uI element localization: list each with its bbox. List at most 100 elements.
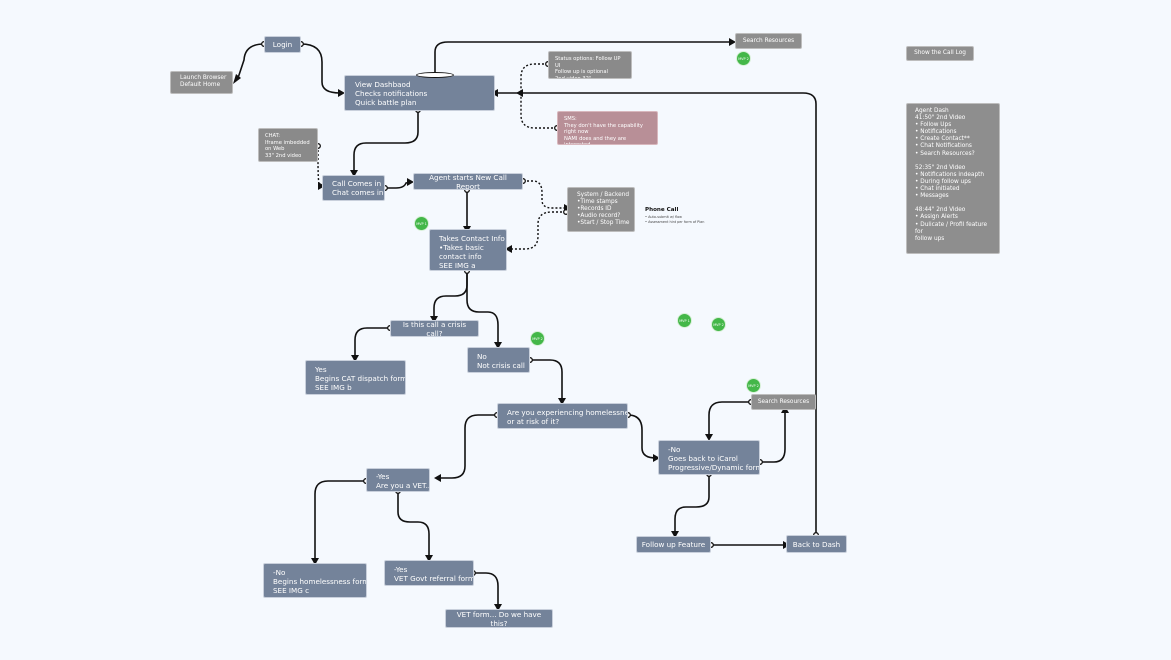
connector-search-icarol — [708, 401, 751, 436]
yes-vet-line-1: -Yes — [376, 472, 390, 481]
connector-icarol-followup — [674, 474, 710, 533]
connector-call-agent — [385, 181, 411, 189]
no-homelessness-line-2: Begins homelessness form — [273, 577, 367, 586]
takes-contact-info-node[interactable]: Takes Contact Info •Takes basic contact … — [429, 229, 507, 271]
mvp-badge: MVP 2 — [736, 51, 751, 66]
connector-sms-dashboard — [520, 93, 557, 129]
connector-login-launch — [237, 43, 265, 79]
phone-call-title: Phone Call — [645, 207, 679, 213]
show-call-log-label: Show the Call Log — [914, 50, 966, 56]
takes-contact-line-2: •Takes basic — [439, 243, 484, 252]
no-crisis-line-2: Not crisis call — [477, 361, 525, 370]
connector-back-dashboard — [497, 92, 817, 535]
no-icarol-node[interactable]: -No Goes back to iCarol Progressive/Dyna… — [658, 440, 760, 475]
connector-homeless-vet — [438, 414, 497, 479]
call-comes-in-node[interactable]: Call Comes in Chat comes in — [322, 175, 385, 201]
login-node[interactable]: Login — [264, 36, 301, 53]
arrowhead — [434, 474, 441, 482]
connector-vet-no — [314, 480, 366, 560]
takes-contact-line-1: Takes Contact Info — [439, 234, 505, 243]
yes-cat-line-3: SEE IMG b — [315, 383, 352, 392]
connector-takes-crisis — [433, 271, 468, 318]
homelessness-question-node[interactable]: Are you experiencing homelessness or at … — [497, 403, 628, 429]
view-dashboard-line-1: View Dashbaod — [355, 80, 411, 89]
no-icarol-line-2: Goes back to iCarol — [668, 454, 738, 463]
follow-up-feature-node[interactable]: Follow up Feature — [636, 536, 711, 553]
launch-browser-node[interactable]: Launch Browser Default Home — [170, 71, 233, 94]
arrowhead — [516, 89, 523, 97]
no-homelessness-line-1: -No — [273, 568, 286, 577]
connector-icarol-search — [760, 411, 786, 463]
connector-crisis-yes — [354, 327, 390, 357]
no-icarol-line-1: -No — [668, 445, 681, 454]
system-backend-node[interactable]: System / Backend •Time stamps •Records I… — [567, 187, 635, 232]
chat-note: CHAT: Iframe imbedded on Web 33" 2nd vid… — [258, 128, 318, 162]
mvp-badge: MVP 2 — [746, 378, 761, 393]
connector-system-takes — [510, 211, 566, 250]
back-to-dash-label: Back to Dash — [792, 539, 841, 549]
no-homelessness-form-node[interactable]: -No Begins homelessness form SEE IMG c — [263, 563, 367, 598]
connector-login-dashboard — [300, 43, 341, 94]
no-homelessness-line-3: SEE IMG c — [273, 586, 310, 595]
launch-browser-line-1: Launch Browser — [180, 75, 227, 81]
search-resources-top-node[interactable]: Search Resources — [735, 33, 802, 49]
homelessness-line-2: or at risk of it? — [507, 417, 560, 426]
follow-up-feature-label: Follow up Feature — [641, 540, 706, 549]
back-to-dash-node[interactable]: Back to Dash — [786, 535, 847, 553]
connector-nocrisis-homeless — [530, 359, 563, 400]
mvp-badge: MVP 1 — [414, 216, 429, 231]
mvp-badge: MVP 2 — [711, 317, 726, 332]
vet-form-question-node[interactable]: VET form... Do we have this? — [445, 609, 553, 628]
system-backend-line-5: •Start / Stop Time — [577, 220, 630, 226]
dashboard-oval-anchor — [416, 72, 454, 78]
yes-vet-referral-line-2: VET Govt referral form — [394, 574, 474, 583]
mvp-badge: MVP 2 — [530, 331, 545, 346]
connector-vet-yes — [397, 491, 430, 557]
connector-dashboard-call — [353, 110, 419, 172]
system-backend-line-3: •Records ID — [577, 206, 612, 212]
no-crisis-node[interactable]: No Not crisis call — [467, 347, 530, 373]
no-icarol-line-3: Progressive/Dynamic form — [668, 463, 760, 472]
agent-dash-sidebar: Agent Dash 41:50" 2nd Video • Follow Ups… — [906, 103, 1000, 254]
search-resources-right-node[interactable]: Search Resources — [751, 394, 816, 410]
yes-vet-referral-node[interactable]: -Yes VET Govt referral form — [384, 560, 474, 586]
phone-call-notes: • Auto-submit w/ flow • Assessment hint … — [645, 215, 705, 225]
search-resources-right-label: Search Resources — [757, 398, 810, 405]
launch-browser-line-2: Default Home — [180, 82, 221, 88]
vet-form-question-label: VET form... Do we have this? — [456, 609, 542, 628]
connector-chat-call — [317, 146, 321, 187]
yes-cat-dispatch-node[interactable]: Yes Begins CAT dispatch form: SEE IMG b — [305, 360, 406, 395]
search-resources-top-label: Search Resources — [742, 37, 795, 44]
takes-contact-line-4: SEE IMG a — [439, 261, 476, 270]
yes-vet-referral-line-1: -Yes — [394, 565, 408, 574]
view-dashboard-line-3: Quick battle plan — [355, 98, 417, 107]
yes-vet-line-2: Are you a VET... — [376, 481, 430, 490]
crisis-question-label: Is this call a crisis call? — [402, 320, 467, 337]
call-comes-in-line-1: Call Comes in — [332, 179, 382, 188]
arrowhead — [233, 74, 241, 84]
call-comes-in-line-2: Chat comes in — [332, 188, 384, 197]
takes-contact-line-3: contact info — [439, 252, 482, 261]
view-dashboard-node[interactable]: View Dashbaod Checks notifications Quick… — [344, 75, 495, 111]
system-backend-line-2: •Time stamps — [577, 199, 618, 205]
connector-referral-vetform — [473, 572, 499, 606]
yes-vet-question-node[interactable]: -Yes Are you a VET... — [366, 468, 430, 492]
connector-homeless-icarol — [627, 414, 657, 459]
agent-starts-report-node[interactable]: Agent starts New Call Report — [413, 173, 523, 190]
homelessness-line-1: Are you experiencing homelessness — [507, 408, 628, 417]
show-call-log-button[interactable]: Show the Call Log — [906, 46, 974, 61]
connector-status-dashboard — [520, 63, 548, 93]
agent-starts-report-label: Agent starts New Call Report — [429, 173, 507, 190]
login-label: Login — [272, 40, 293, 49]
view-dashboard-line-2: Checks notifications — [355, 89, 428, 98]
crisis-question-node[interactable]: Is this call a crisis call? — [390, 320, 479, 337]
status-options-note: Status options: Follow UP UI Follow up i… — [548, 51, 632, 79]
sms-note: SMS: They don't have the capability righ… — [557, 111, 658, 145]
yes-cat-line-1: Yes — [315, 365, 327, 374]
yes-cat-line-2: Begins CAT dispatch form: — [315, 374, 406, 383]
mvp-badge: MVP 1 — [677, 313, 692, 328]
system-backend-line-1: System / Backend — [577, 192, 630, 198]
system-backend-line-4: •Audio record? — [577, 213, 621, 219]
